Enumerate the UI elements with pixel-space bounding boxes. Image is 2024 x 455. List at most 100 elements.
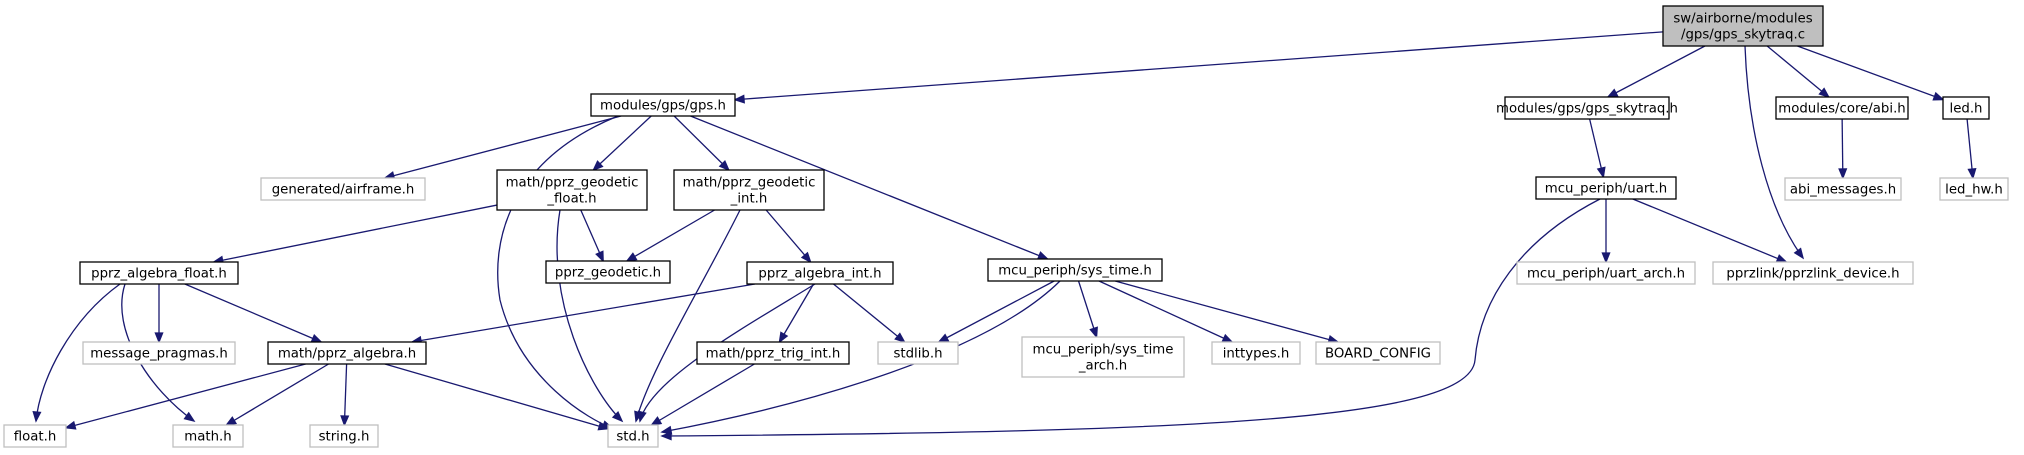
- node-std-h: std.h: [607, 424, 659, 448]
- node-label-line: modules/core/abi.h: [1778, 102, 1905, 117]
- edges-layer: [32, 31, 1977, 441]
- node-uart-arch-h: mcu_periph/uart_arch.h: [1516, 261, 1696, 285]
- node-label-line: message_pragmas.h: [90, 347, 228, 362]
- node-sys-time-arch-h: mcu_periph/sys_time_arch.h: [1021, 336, 1185, 378]
- node-label-line: math.h: [184, 430, 231, 445]
- edge-alg_float_h-to-message_pragmas_h: [154, 284, 164, 344]
- node-box: [1939, 177, 2009, 201]
- edge-gps_h-to-geo_int_h: [673, 115, 731, 172]
- node-led-hw-h: led_hw.h: [1939, 177, 2009, 201]
- node-box: [1516, 261, 1696, 285]
- node-box: [987, 258, 1163, 282]
- node-box: [1942, 96, 1990, 120]
- edge-gps_h-to-geo_float_h: [592, 115, 652, 172]
- node-gps-skytraq-c[interactable]: sw/airborne/modules/gps/gps_skytraq.c: [1662, 5, 1824, 47]
- node-box: [1712, 261, 1914, 285]
- node-label-line: float.h: [14, 430, 57, 445]
- edge-geo_float_h-to-alg_float_h: [212, 204, 498, 265]
- node-label-line: modules/gps/gps.h: [600, 99, 726, 114]
- node-label-line: led.h: [1950, 102, 1983, 117]
- node-label-line: math/pprz_geodetic: [683, 176, 816, 191]
- nodes-layer: sw/airborne/modules/gps/gps_skytraq.cmod…: [3, 5, 2009, 448]
- node-alg-int-h[interactable]: pprz_algebra_int.h: [746, 261, 894, 285]
- node-label-line: string.h: [319, 430, 370, 445]
- node-box: [260, 177, 426, 201]
- node-message-pragmas-h: message_pragmas.h: [82, 341, 236, 365]
- node-gps-skytraq-h[interactable]: modules/gps/gps_skytraq.h: [1496, 96, 1678, 120]
- edge-gps_skytraq_h-to-uart_h: [1588, 118, 1606, 179]
- edge-uart_h-to-uart_arch_h: [1601, 199, 1611, 264]
- node-box: [545, 260, 671, 284]
- node-box: [172, 424, 244, 448]
- edge-gps_skytraq_c-to-abi_h: [1766, 45, 1831, 99]
- edge-sys_time_h-to-std_h: [660, 280, 1061, 435]
- node-abi-h[interactable]: modules/core/abi.h: [1775, 96, 1909, 120]
- node-box: [696, 341, 850, 365]
- node-label-line: pprzlink/pprzlink_device.h: [1726, 267, 1899, 282]
- node-box: [607, 424, 659, 448]
- node-geo-int-h[interactable]: math/pprz_geodetic_int.h: [673, 169, 825, 211]
- node-gps-h[interactable]: modules/gps/gps.h: [590, 93, 736, 117]
- node-float-h: float.h: [3, 424, 67, 448]
- node-label-line: mcu_periph/sys_time: [1033, 343, 1174, 358]
- node-pprzlink-device-h: pprzlink/pprzlink_device.h: [1712, 261, 1914, 285]
- node-alg-float-h[interactable]: pprz_algebra_float.h: [79, 261, 239, 285]
- edge-pprz_algebra_h-to-float_h: [64, 363, 306, 430]
- edge-pprz_algebra_h-to-string_h: [340, 363, 350, 427]
- node-box: [79, 261, 239, 285]
- node-uart-h[interactable]: mcu_periph/uart.h: [1535, 176, 1677, 200]
- node-label-line: math/pprz_geodetic: [506, 176, 639, 191]
- node-label-line: _float.h: [546, 192, 596, 207]
- edge-gps_skytraq_c-to-led_h: [1797, 45, 1945, 101]
- node-label-line: stdlib.h: [893, 347, 942, 362]
- node-label-line: math/pprz_algebra.h: [278, 347, 416, 362]
- node-label-line: /gps/gps_skytraq.c: [1681, 28, 1805, 43]
- node-label-line: mcu_periph/uart.h: [1545, 182, 1667, 197]
- node-box: [1211, 341, 1301, 365]
- node-label-line: mcu_periph/sys_time.h: [998, 264, 1152, 279]
- node-label-line: pprz_algebra_int.h: [758, 267, 881, 282]
- node-label-line: led_hw.h: [1945, 183, 2003, 198]
- node-board-config: BOARD_CONFIG: [1315, 341, 1441, 365]
- node-box: [1775, 96, 1909, 120]
- edge-geo_float_h-to-std_h: [556, 209, 624, 423]
- node-box: [1504, 96, 1670, 120]
- edge-pprz_algebra_h-to-std_h: [384, 363, 610, 431]
- node-box: [1784, 177, 1902, 201]
- node-label-line: inttypes.h: [1223, 347, 1290, 362]
- node-airframe-h: generated/airframe.h: [260, 177, 426, 201]
- node-trig-int-h[interactable]: math/pprz_trig_int.h: [696, 341, 850, 365]
- edge-uart_h-to-std_h: [660, 198, 1601, 441]
- node-led-h[interactable]: led.h: [1942, 96, 1990, 120]
- node-label-line: std.h: [616, 430, 649, 445]
- node-box: [82, 341, 236, 365]
- edge-geo_float_h-to-pprz_geodetic_h: [580, 209, 604, 263]
- node-pprz-algebra-h[interactable]: math/pprz_algebra.h: [267, 341, 427, 365]
- node-abi-messages-h: abi_messages.h: [1784, 177, 1902, 201]
- node-label-line: pprz_geodetic.h: [555, 266, 661, 281]
- node-sys-time-h[interactable]: mcu_periph/sys_time.h: [987, 258, 1163, 282]
- node-label-line: modules/gps/gps_skytraq.h: [1496, 102, 1678, 117]
- node-label-line: math/pprz_trig_int.h: [706, 347, 841, 362]
- edge-led_h-to-led_hw_h: [1966, 118, 1977, 180]
- node-box: [309, 424, 379, 448]
- edge-geo_int_h-to-std_h: [634, 209, 741, 423]
- node-label-line: _int.h: [730, 192, 768, 207]
- edge-gps_h-to-sys_time_h: [690, 115, 1050, 260]
- edge-alg_int_h-to-trig_int_h: [778, 283, 815, 344]
- edge-alg_int_h-to-stdlib_h: [833, 283, 906, 344]
- edge-gps_skytraq_c-to-gps_h: [733, 31, 1664, 104]
- edge-alg_float_h-to-float_h: [32, 283, 121, 423]
- node-box: [267, 341, 427, 365]
- edge-pprz_algebra_h-to-math_h: [224, 363, 329, 426]
- node-pprz-geodetic-h[interactable]: pprz_geodetic.h: [545, 260, 671, 284]
- edge-abi_h-to-abi_messages_h: [1838, 118, 1848, 180]
- node-string-h: string.h: [309, 424, 379, 448]
- node-geo-float-h[interactable]: math/pprz_geodetic_float.h: [496, 169, 648, 211]
- node-label-line: generated/airframe.h: [272, 183, 415, 198]
- edge-alg_float_h-to-pprz_algebra_h: [184, 283, 323, 343]
- node-box: [1535, 176, 1677, 200]
- edge-alg_int_h-to-pprz_algebra_h: [410, 283, 756, 345]
- edge-geo_int_h-to-alg_int_h: [765, 209, 812, 264]
